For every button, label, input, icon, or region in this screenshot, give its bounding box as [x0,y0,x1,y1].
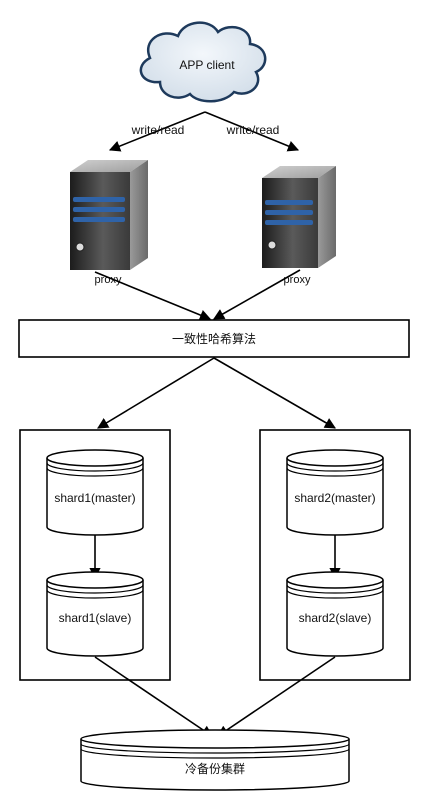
server-top-face [70,160,148,172]
hash-algorithm-label: 一致性哈希算法 [172,331,256,346]
server-drive-stripe [73,207,125,212]
proxy-server-right: proxy [262,166,336,286]
server-drive-stripe [73,217,125,222]
hash-to-shard-edges [97,357,336,429]
server-drive-stripe [265,220,313,225]
shard2-slave-db: shard2(slave) [286,571,384,657]
shard1-master-db: shard1(master) [46,449,144,536]
server-side-face [318,166,336,268]
server-drive-stripe [73,197,125,202]
edge-shard2-backup [217,656,336,737]
server-drive-stripe [265,200,313,205]
edge-proxy-left-hash [94,271,212,321]
cold-backup-cluster: 冷备份集群 [80,729,350,791]
server-side-face [130,160,148,270]
shard2-slave-label: shard2(slave) [299,611,372,625]
app-client-label: APP client [179,58,235,72]
server-power-icon [75,242,85,252]
shard-group-2: shard2(master) shard2(slave) [259,429,411,681]
proxy-server-left: proxy [70,160,148,286]
server-top-face [262,166,336,178]
shard1-slave-db: shard1(slave) [46,571,144,657]
client-to-proxy-edges: write/read write/read [108,111,300,152]
shard2-master-db: shard2(master) [286,449,384,536]
shard1-master-label: shard1(master) [54,491,135,505]
proxy-right-label: proxy [284,274,311,286]
cold-backup-label: 冷备份集群 [185,761,245,776]
proxy-to-hash-edges [94,269,301,321]
slave-to-backup-edges [94,656,336,737]
hash-algorithm-box: 一致性哈希算法 [18,319,410,358]
edge-hash-shard2 [213,357,336,429]
edge-label-left: write/read [131,123,185,137]
proxy-left-label: proxy [95,274,122,286]
shard1-slave-label: shard1(slave) [59,611,132,625]
app-client-cloud: APP client [139,21,267,103]
edge-client-proxy-right [204,111,300,152]
edge-label-right: write/read [226,123,280,137]
edge-shard1-backup [94,656,213,737]
shard-group-1: shard1(master) shard1(slave) [19,429,171,681]
edge-proxy-right-hash [213,269,301,320]
server-power-icon [267,240,277,250]
edge-hash-shard1 [97,357,215,429]
edge-client-proxy-left [108,111,206,152]
server-drive-stripe [265,210,313,215]
shard2-master-label: shard2(master) [294,491,375,505]
